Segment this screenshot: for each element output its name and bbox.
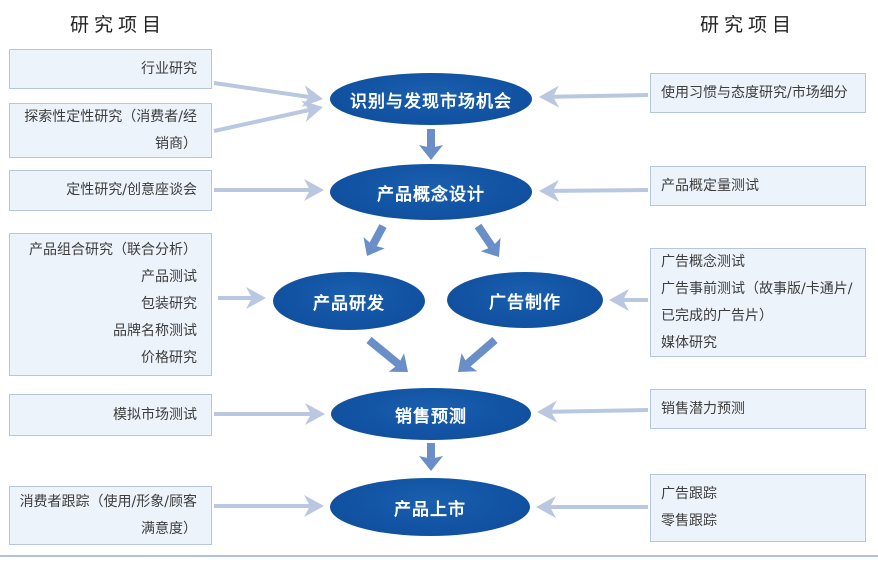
simulated-market-test-box: 模拟市场测试 bbox=[9, 394, 212, 436]
flow-arrow-light-7 bbox=[539, 179, 649, 202]
stage-label: 产品上市 bbox=[394, 499, 466, 520]
stage-label: 产品研发 bbox=[313, 293, 385, 314]
box-line: 品牌名称测试 bbox=[113, 323, 197, 339]
box-line: 广告跟踪 bbox=[661, 486, 717, 502]
flow-arrow-light-8 bbox=[609, 289, 648, 311]
flow-arrow-light-9 bbox=[537, 400, 649, 423]
stage-label: 广告制作 bbox=[489, 292, 561, 313]
flow-arrow-dark-15 bbox=[458, 336, 498, 372]
box-line: 定性研究/创意座谈会 bbox=[66, 182, 197, 198]
flow-arrow-light-3 bbox=[218, 287, 266, 309]
usage-attitude-research-box: 使用习惯与态度研究/市场细分 bbox=[650, 73, 866, 113]
box-line: 产品测试 bbox=[141, 269, 197, 285]
ad-production-stage: 广告制作 bbox=[447, 272, 603, 328]
flow-arrow-light-5 bbox=[214, 495, 324, 517]
bottom-rule bbox=[0, 555, 878, 557]
box-line: 产品概定量测试 bbox=[661, 177, 759, 194]
product-launch-stage: 产品上市 bbox=[330, 478, 530, 536]
identify-market-opportunity-stage: 识别与发现市场机会 bbox=[330, 73, 532, 125]
industry-research-box: 行业研究 bbox=[9, 49, 212, 89]
product-development-stage: 产品研发 bbox=[273, 272, 425, 330]
box-line: 行业研究 bbox=[141, 60, 197, 77]
flow-arrow-light-0 bbox=[213, 81, 323, 107]
box-line: 使用习惯与态度研究/市场细分 bbox=[661, 84, 848, 101]
exploratory-qualitative-research-box: 探索性定性研究（消费者/经销商） bbox=[9, 103, 212, 158]
box-line: 价格研究 bbox=[141, 350, 197, 366]
box-line: 包装研究 bbox=[141, 296, 197, 312]
sales-forecast-stage: 销售预测 bbox=[331, 388, 531, 440]
box-line: 广告事前测试（故事版/卡通片/已完成的广告片） bbox=[661, 280, 853, 324]
product-concept-quantitative-test-box: 产品概定量测试 bbox=[650, 166, 866, 206]
qualitative-research-creative-session-box: 定性研究/创意座谈会 bbox=[9, 170, 212, 211]
sales-potential-forecast-box: 销售潜力预测 bbox=[650, 389, 866, 429]
flow-arrow-light-4 bbox=[214, 403, 325, 425]
right-column-header: 研究项目 bbox=[700, 14, 797, 36]
stage-label: 识别与发现市场机会 bbox=[350, 91, 512, 112]
box-line: 模拟市场测试 bbox=[113, 406, 197, 423]
flow-arrow-dark-16 bbox=[419, 443, 443, 471]
product-concept-design-stage: 产品概念设计 bbox=[330, 164, 532, 220]
flow-arrow-light-10 bbox=[536, 496, 648, 518]
product-portfolio-research-box: 产品组合研究（联合分析） 产品测试包装研究品牌名称测试价格研究 bbox=[9, 233, 212, 376]
flow-arrow-dark-14 bbox=[366, 336, 408, 372]
ad-retail-tracking-box: 广告跟踪零售跟踪 bbox=[650, 474, 866, 542]
box-line: 探索性定性研究（消费者/经销商） bbox=[24, 108, 197, 152]
flow-arrow-light-6 bbox=[539, 85, 649, 108]
consumer-tracking-box: 消费者跟踪（使用/形象/顾客满意度） bbox=[9, 486, 212, 545]
box-line: 销售潜力预测 bbox=[661, 400, 745, 417]
stage-label: 产品概念设计 bbox=[377, 184, 485, 205]
stage-label: 销售预测 bbox=[395, 406, 467, 427]
box-line: 媒体研究 bbox=[661, 334, 717, 351]
box-line: 零售跟踪 bbox=[661, 513, 717, 529]
box-line: 广告概念测试 bbox=[661, 253, 745, 270]
box-line: 产品组合研究（联合分析） bbox=[29, 242, 197, 258]
box-line: 消费者跟踪（使用/形象/顾客满意度） bbox=[19, 493, 197, 537]
flow-arrow-dark-13 bbox=[474, 223, 501, 257]
left-column-header: 研究项目 bbox=[70, 14, 167, 36]
flow-arrow-dark-11 bbox=[419, 129, 443, 160]
ad-research-box: 广告概念测试广告事前测试（故事版/卡通片/已完成的广告片） 媒体研究 bbox=[650, 248, 866, 357]
flow-arrow-light-2 bbox=[214, 179, 324, 201]
flow-arrow-dark-12 bbox=[363, 224, 387, 256]
flow-arrow-light-1 bbox=[213, 100, 323, 133]
